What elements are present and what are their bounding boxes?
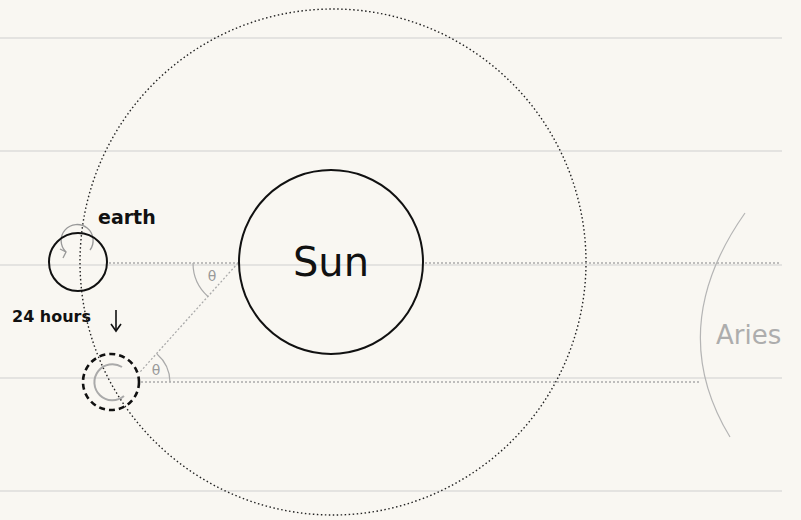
earth-node: earth — [46, 204, 170, 294]
ruled-line — [0, 38, 782, 39]
body-name: Sun — [293, 239, 369, 285]
ruled-line — [0, 265, 782, 266]
sight-line — [425, 262, 780, 263]
sight-line — [141, 381, 700, 382]
constellation-name: Aries — [716, 320, 781, 350]
constellation-node: Aries — [684, 208, 798, 442]
angle-arc — [193, 263, 208, 297]
ruled-line — [0, 491, 782, 492]
time-arrow — [111, 310, 121, 331]
arrow-head — [60, 249, 66, 258]
sight-line — [140, 263, 238, 372]
rotation-mark — [94, 364, 124, 400]
sight-lines — [109, 263, 780, 382]
earth-circle — [49, 233, 107, 291]
arrow-shaft — [115, 310, 117, 330]
ruled-lines — [0, 38, 782, 491]
angle-arcs — [157, 263, 208, 382]
body-label: earth — [98, 206, 156, 228]
sight-line — [109, 262, 238, 263]
arrow-head — [111, 324, 121, 331]
angle-label: θ — [152, 362, 161, 378]
rotation-arrow — [60, 225, 93, 258]
ruled-line — [0, 151, 782, 152]
duration-label: 24 hours — [12, 307, 91, 326]
earth-later — [83, 354, 139, 410]
ruled-line — [0, 378, 782, 379]
sun-circle — [239, 170, 423, 354]
rotation-arc — [61, 225, 93, 252]
sun-node: Sun — [238, 169, 424, 355]
orbit-path — [80, 9, 586, 515]
earth-dashed-circle — [83, 354, 139, 410]
angle-label: θ — [208, 268, 217, 284]
